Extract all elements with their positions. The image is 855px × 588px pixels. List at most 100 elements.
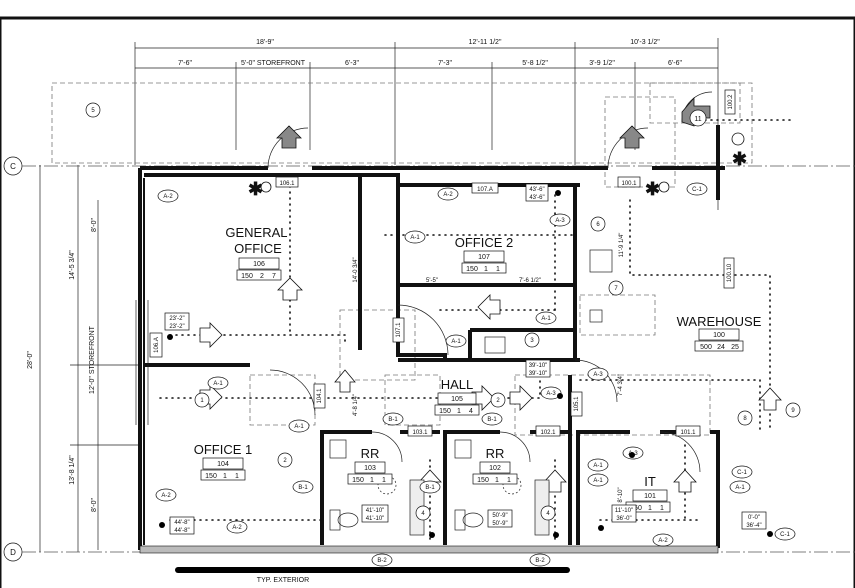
- room-stat: 1: [382, 477, 386, 484]
- room-occupancy: 150: [241, 273, 253, 280]
- asterisk-icon: ✱: [248, 179, 263, 199]
- dim-detail-3: 6'-3": [345, 60, 359, 67]
- dim-office2-right: 7'-6 1/2": [519, 278, 541, 284]
- device-dot: [553, 532, 559, 538]
- dim-left-detail-2: 8'-0": [91, 498, 98, 512]
- room-stat: 1: [495, 477, 499, 484]
- spot-level: 39'-10": [529, 363, 548, 369]
- room-name: RR: [486, 446, 505, 461]
- left-dimensions: 28'-0" 14'-5 3/4" 12'-0" STOREFRONT 13'-…: [27, 165, 140, 552]
- elev-tag-c1: C-1: [737, 470, 747, 476]
- room-rr-103: RR 103 150 1 1: [347, 446, 393, 485]
- toilet-icon: [337, 512, 359, 528]
- elev-tag-a1: A-1: [541, 316, 551, 322]
- devices: ✱ ✱ ✱: [159, 132, 773, 538]
- elev-tag-a3: A-3: [593, 372, 603, 378]
- keynote-tags: 1 2 2 3 4 4 5 6 7 8 9 11: [85, 102, 801, 521]
- elev-tag-c1: C-1: [780, 532, 790, 538]
- dim-detail-5: 5'-8 1/2": [522, 60, 548, 67]
- sensor-icon: [260, 181, 272, 193]
- room-number: 106: [253, 261, 265, 268]
- room-stat: 1: [496, 266, 500, 273]
- dim-left-3: 13'-8 1/4": [69, 455, 76, 485]
- room-number: 102: [489, 465, 501, 472]
- door-tag-101-1: 101.1: [680, 430, 696, 436]
- room-general-office: GENERAL OFFICE 106 150 2 7: [225, 225, 290, 281]
- keynote-6: 6: [596, 222, 600, 228]
- toilet-tank-icon: [329, 509, 341, 531]
- door-swings: [267, 91, 713, 473]
- door-tag-103-1: 103.1: [412, 430, 428, 436]
- room-name-line2: OFFICE: [234, 241, 282, 256]
- keynote-4: 4: [421, 511, 425, 517]
- keynote-7: 7: [614, 286, 618, 292]
- keynote-2: 2: [283, 458, 287, 464]
- water-heater-icon: [484, 336, 506, 354]
- device-dot: [598, 525, 604, 531]
- dim-detail-2: 5'-0" STOREFRONT: [241, 60, 306, 67]
- spot-level: 41'-10": [366, 508, 385, 514]
- spot-level: 44'-8": [174, 528, 189, 534]
- room-stat: 1: [457, 408, 461, 415]
- elev-tag-c1: C-1: [692, 187, 702, 193]
- spot-level: 36'-4": [746, 523, 761, 529]
- spot-level: 39'-10": [529, 371, 548, 377]
- arrow-left-icon: [477, 294, 501, 320]
- room-hall: HALL 105 150 1 4: [434, 377, 480, 416]
- door-tag-107-1: 107.1: [396, 322, 402, 338]
- door-tag-100-1: 100.1: [621, 181, 637, 187]
- device-dot: [167, 334, 173, 340]
- spot-level: 0'-0": [748, 515, 760, 521]
- keynote-2b: 2: [496, 398, 500, 404]
- asterisk-icon: ✱: [732, 149, 747, 169]
- elev-tag-a2: A-2: [232, 525, 242, 531]
- room-occupancy: 150: [466, 266, 478, 273]
- dim-warehouse-1: 11'-9 1/4": [619, 233, 625, 258]
- keynote-4b: 4: [546, 511, 550, 517]
- arrow-up-icon: [758, 387, 782, 411]
- dim-general-office: 14'-0 3/4": [353, 257, 359, 282]
- toilet-tank-icon: [454, 509, 466, 531]
- room-number: 105: [451, 396, 463, 403]
- top-dimensions: 18'-9" 12'-11 1/2" 10'-3 1/2" 7'-6" 5'-0…: [134, 38, 719, 210]
- arrow-up-icon: [276, 125, 302, 149]
- room-name-line1: GENERAL: [225, 225, 287, 240]
- arrow-up-icon: [334, 369, 356, 393]
- spot-level: 41'-10": [366, 516, 385, 522]
- room-name: GENERAL OFFICE: [225, 225, 290, 256]
- elev-tag-a2: A-2: [161, 493, 171, 499]
- door-tag-106-1: 106.1: [279, 181, 295, 187]
- sensor-icon: [731, 132, 745, 146]
- grid-label-d: D: [10, 548, 16, 557]
- elevation-tags: A-2 A-1 A-2 A-3 A-1 A-1 A-1 A-1 A-3 A-3 …: [155, 182, 796, 567]
- elev-tag-a1: A-1: [593, 478, 603, 484]
- arrow-up-icon: [673, 469, 697, 493]
- spot-level: 11'-10": [615, 508, 633, 514]
- dim-it-height: 8'-10": [618, 487, 624, 502]
- sensor-icon: [658, 181, 670, 193]
- dim-warehouse-2: 7'-4 3/4": [618, 374, 624, 396]
- room-name: OFFICE 2: [455, 235, 514, 250]
- room-office-1: OFFICE 1 104 150 1 1: [194, 442, 252, 481]
- dim-left-1: 14'-5 3/4": [69, 250, 76, 280]
- spot-level: 23'-2": [169, 324, 184, 330]
- device-dot: [629, 452, 635, 458]
- arrow-right-icon: [509, 385, 533, 411]
- room-stat: 1: [507, 477, 511, 484]
- exterior-wall: [139, 545, 719, 554]
- elev-tag-a1: A-1: [593, 463, 603, 469]
- turning-radius-icon: [502, 475, 522, 495]
- room-stat: 4: [469, 408, 473, 415]
- device-dot: [159, 522, 165, 528]
- room-number: 104: [217, 461, 229, 468]
- keynote-9: 9: [791, 408, 795, 414]
- elev-tag-a1: A-1: [735, 485, 745, 491]
- room-stat: 1: [484, 266, 488, 273]
- door-tag-105-1: 105.1: [574, 396, 580, 412]
- dim-detail-1: 7'-6": [178, 60, 192, 67]
- room-number: 103: [364, 465, 376, 472]
- spot-level: 44'-8": [174, 520, 189, 526]
- device-dot: [767, 531, 773, 537]
- keynote-1: 1: [200, 398, 204, 404]
- keynote-5: 5: [91, 108, 95, 114]
